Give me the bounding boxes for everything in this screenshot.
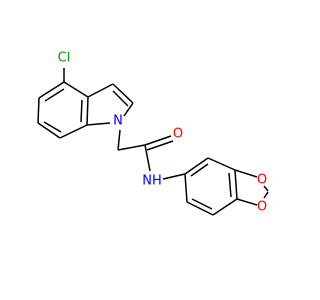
bond-b3-b4-inner: [228, 172, 232, 198]
molecule-structure-diagram: Cl N O NH O O: [37, 51, 269, 216]
bond-o-top-ch2: [263, 185, 269, 192]
bond-c2-n1: [123, 102, 134, 117]
bond-c6-c7-inner: [43, 121, 62, 133]
atom-label-carbonyl-oxygen: O: [173, 127, 183, 142]
bond-c7-c7a: [59, 124, 88, 139]
bond-c7a-c3a: [86, 96, 89, 126]
bond-carbonyl-o: [144, 135, 172, 146]
bond-b1-b2: [184, 157, 209, 175]
atom-label-chlorine: Cl: [58, 51, 71, 66]
bond-c4-c5-inner: [44, 88, 65, 102]
atom-label-dioxole-oxygen-bottom: O: [257, 200, 267, 215]
bond-b3-b4: [234, 169, 238, 200]
bond-c7a-c3a-inner: [80, 99, 83, 123]
bond-b3-o-top: [234, 169, 258, 178]
bond-n1-ch2: [117, 129, 121, 151]
atom-label-amide-nh: NH: [142, 174, 162, 189]
atom-label-dioxole-oxygen-top: O: [257, 173, 267, 188]
bond-nh-aryl: [162, 173, 186, 180]
bond-b1-b2-inner: [190, 163, 209, 177]
bond-ch2-carbonyl: [117, 144, 146, 151]
bond-carbonyl-n: [144, 144, 151, 172]
bond-c3-c2-inner: [112, 90, 129, 107]
bond-c4-c5: [38, 81, 65, 99]
bond-n1-c7a: [86, 122, 111, 126]
bond-carbonyl-o-second: [146, 140, 174, 151]
bond-c3a-c3: [87, 83, 114, 98]
bond-b4-o-bottom: [236, 198, 258, 206]
bond-b5-b6: [186, 201, 214, 216]
bond-c6-c7: [37, 122, 61, 139]
bond-b2-b3: [207, 157, 236, 171]
bond-o-bottom-ch2: [263, 191, 269, 199]
bond-c5-c6: [37, 97, 40, 124]
bond-b6-b1: [184, 173, 188, 203]
atom-label-indole-nitrogen: N: [113, 114, 123, 129]
bond-b5-b6-inner: [191, 198, 213, 210]
bond-c3-c2: [112, 83, 134, 104]
bond-c3a-c4: [63, 81, 89, 98]
bond-b4-b5: [212, 198, 238, 216]
